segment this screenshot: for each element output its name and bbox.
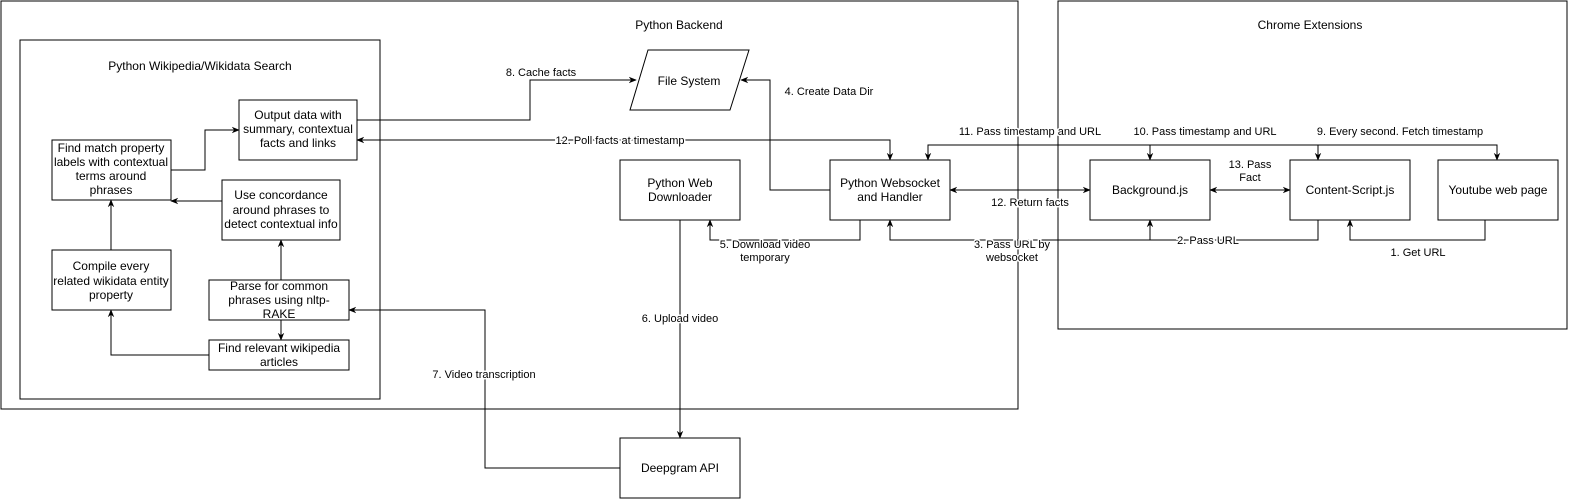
svg-text:Output data with: Output data with [254,108,341,122]
edge-match-to-output [171,126,240,171]
label-e11: 11. Pass timestamp and URL [959,126,1101,138]
label-e10: 10. Pass timestamp and URL [1133,126,1276,138]
svg-text:Background.js: Background.js [1112,183,1188,197]
svg-text:Parse for common: Parse for common [230,279,328,293]
svg-text:articles: articles [260,355,298,369]
edge-transcription [348,306,620,469]
svg-text:Find relevant wikipedia: Find relevant wikipedia [218,341,340,355]
label-e5-line1: 5. Download video [720,239,811,251]
svg-text:related wikidata entity: related wikidata entity [53,274,168,288]
svg-text:Youtube web page: Youtube web page [1449,183,1548,197]
svg-text:Content-Script.js: Content-Script.js [1306,183,1395,197]
label-e12-poll: 12. Poll facts at timestamp [556,135,685,147]
edge-create-data-dir [740,76,830,191]
svg-text:property: property [89,288,133,302]
label-e6: 6. Upload video [642,313,718,325]
svg-text:Compile every: Compile every [73,259,150,273]
svg-text:Downloader: Downloader [648,190,712,204]
svg-text:Use concordance: Use concordance [234,188,328,202]
wiki-search-container: Python Wikipedia/Wikidata Search [19,39,381,400]
edge-labels: 8. Cache facts 12. Poll facts at timesta… [431,66,1485,383]
edge-cache-facts [357,76,637,121]
svg-text:Python Backend: Python Backend [635,18,722,32]
label-e3-line1: 3. Pass URL by [974,239,1051,251]
svg-text:detect contextual info: detect contextual info [224,217,338,231]
label-e7: 7. Video transcription [432,369,535,381]
edge-pass-url-websocket [886,219,1319,241]
node-youtube-page: Youtube web page [1437,159,1559,221]
label-e3-line2: websocket [985,252,1038,264]
svg-text:and Handler: and Handler [857,190,922,204]
node-websocket-handler: Python Websocket and Handler [829,159,951,221]
svg-text:labels with contextual: labels with contextual [54,155,168,169]
edge-relevant-to-compile [107,309,209,356]
node-find-relevant: Find relevant wikipedia articles [208,339,350,371]
label-e5-line2: temporary [740,252,790,264]
node-web-downloader: Python Web Downloader [619,159,741,221]
label-e4: 4. Create Data Dir [785,86,874,98]
svg-text:phrases: phrases [90,183,133,197]
svg-text:File System: File System [658,74,721,88]
svg-text:Find match property: Find match property [58,141,165,155]
edge-download-video [706,219,861,241]
svg-text:summary, contextual: summary, contextual [243,122,353,136]
label-e9: 9. Every second. Fetch timestamp [1317,126,1483,138]
edge-poll-facts [356,136,894,161]
node-background-js: Background.js [1089,159,1211,221]
svg-text:phrases using nltp-: phrases using nltp- [228,293,329,307]
label-e8: 8. Cache facts [506,67,577,79]
label-e12-return: 12. Return facts [991,197,1069,209]
node-deepgram-api: Deepgram API [619,437,741,499]
edge-timestamp-bus [924,144,1501,161]
svg-text:Chrome Extensions: Chrome Extensions [1258,18,1363,32]
svg-text:Python Web: Python Web [647,176,712,190]
node-file-system: File System [629,49,750,111]
label-e2: 2. Pass URL [1177,235,1239,247]
svg-text:terms around: terms around [76,169,147,183]
edge-get-url [1346,219,1486,241]
svg-text:Deepgram API: Deepgram API [641,461,719,475]
node-content-script-js: Content-Script.js [1289,159,1411,221]
label-e13-line2: Fact [1239,172,1260,184]
svg-text:around phrases to: around phrases to [233,203,330,217]
node-parse: Parse for common phrases using nltp- RAK… [208,279,350,321]
label-e1: 1. Get URL [1390,247,1445,259]
python-backend-container: Python Backend [0,0,1019,410]
svg-text:Python Wikipedia/Wikidata Sear: Python Wikipedia/Wikidata Search [108,59,291,73]
node-output-data: Output data with summary, contextual fac… [238,99,358,161]
edges [107,76,1501,469]
svg-text:facts and links: facts and links [260,136,336,150]
svg-text:Python Websocket: Python Websocket [840,176,940,190]
label-e13-line1: 13. Pass [1229,159,1272,171]
node-concordance: Use concordance around phrases to detect… [221,179,341,241]
chrome-extensions-container: Chrome Extensions [1057,0,1568,330]
node-compile: Compile every related wikidata entity pr… [51,249,172,311]
svg-text:RAKE: RAKE [263,307,296,321]
node-find-match: Find match property labels with contextu… [51,139,172,201]
